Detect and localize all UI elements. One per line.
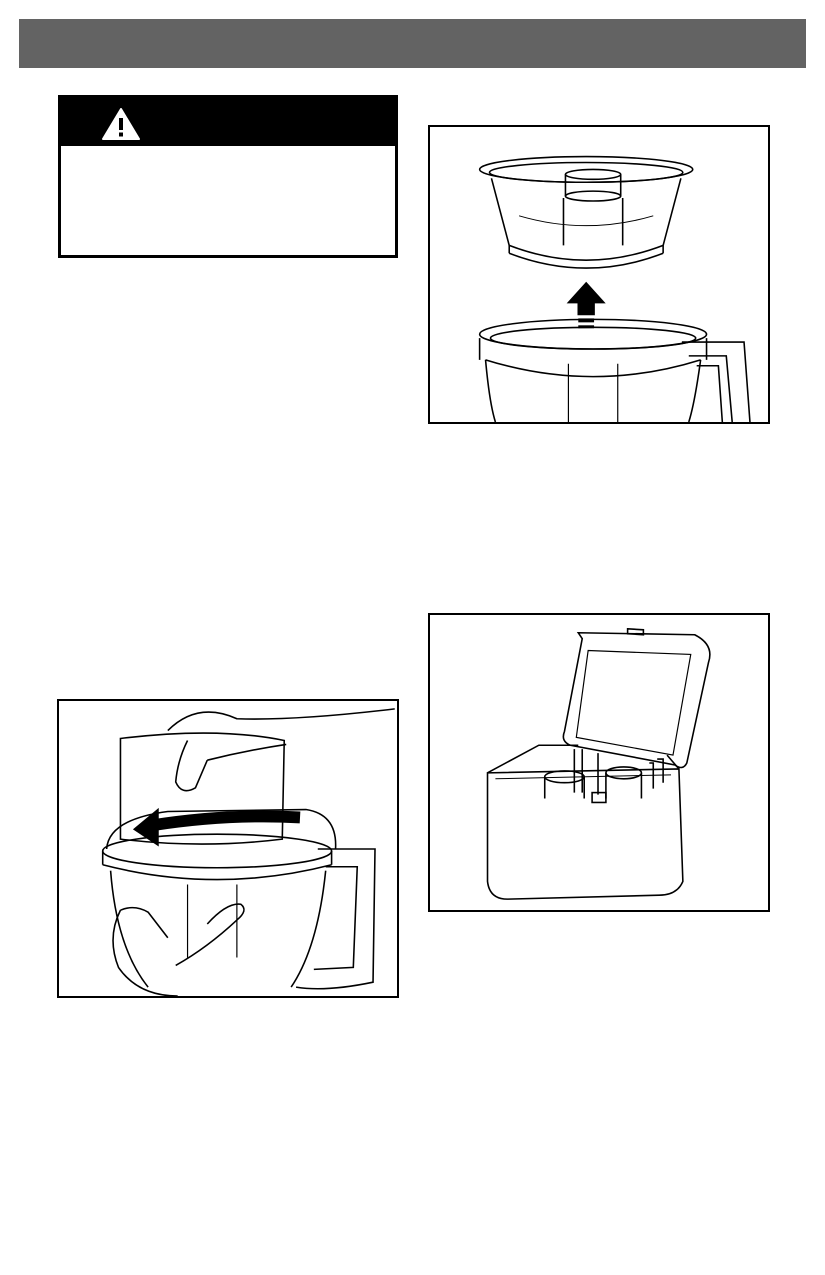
figure-bowl-removal bbox=[428, 125, 770, 424]
header-bar bbox=[19, 19, 806, 68]
feed-tube-rotation-illustration bbox=[101, 708, 395, 996]
warning-triangle-icon bbox=[102, 108, 140, 140]
storage-case-illustration bbox=[486, 627, 711, 900]
figure-storage-case bbox=[428, 613, 770, 912]
warning-box bbox=[58, 95, 398, 258]
work-bowl-lifted-illustration bbox=[478, 155, 751, 422]
figure-feed-tube-rotation bbox=[57, 699, 399, 998]
warning-header bbox=[61, 98, 395, 146]
